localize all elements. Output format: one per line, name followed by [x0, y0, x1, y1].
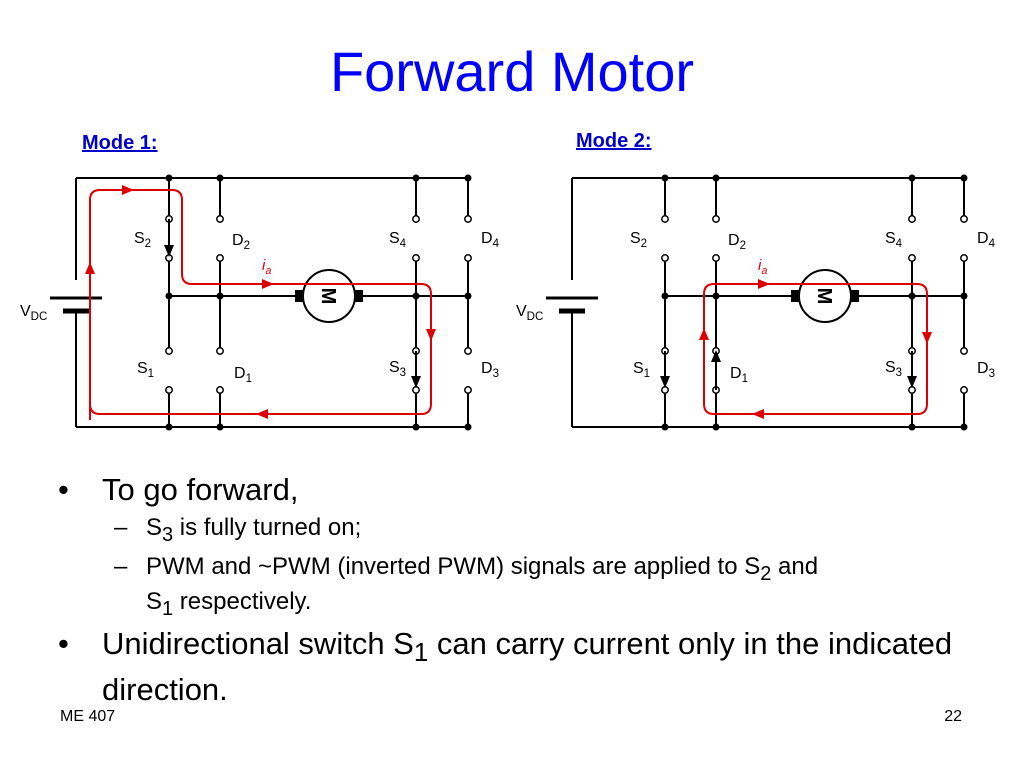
mode1-label: Mode 1: — [82, 132, 158, 154]
switch-terminal — [216, 254, 224, 262]
subscript: 3 — [162, 523, 174, 546]
subscript: 2 — [760, 562, 772, 585]
switch-terminal — [960, 215, 968, 223]
sub-bullet-item: –PWM and ~PWM (inverted PWM) signals are… — [58, 553, 978, 623]
switch-terminal — [960, 254, 968, 262]
switch-terminal — [412, 254, 420, 262]
switch-terminal — [712, 254, 720, 262]
current-arrow — [758, 279, 770, 289]
current-arrow — [122, 185, 134, 195]
switch-arrow — [660, 376, 670, 388]
current-arrow — [699, 328, 709, 340]
motor-brush — [791, 290, 799, 302]
current-label: ia — [758, 257, 767, 277]
label-s1: S1 — [137, 360, 154, 380]
footer-page-number: 22 — [944, 708, 962, 725]
mode2-label: Mode 2: — [576, 130, 652, 152]
bullet-text: respectively. — [173, 587, 312, 615]
bullet-item: • To go forward, — [58, 472, 978, 508]
label-d1: D1 — [730, 365, 748, 385]
bullet-item: • Unidirectional switch S1 can carry curr… — [58, 626, 978, 707]
current-arrow — [256, 409, 268, 419]
switch-terminal — [216, 386, 224, 394]
switch-terminal — [464, 347, 472, 355]
switch-terminal — [464, 386, 472, 394]
bullet-text: can carry current only in the indicated … — [102, 626, 953, 707]
vdc-label: VDC — [20, 303, 47, 323]
switch-terminal — [661, 215, 669, 223]
switch-terminal — [960, 347, 968, 355]
switch-terminal — [165, 386, 173, 394]
label-d4: D4 — [977, 230, 996, 250]
label-s3: S3 — [885, 359, 902, 379]
label-d2: D2 — [728, 232, 746, 252]
bullet-text: PWM and ~PWM (inverted PWM) signals are … — [146, 552, 761, 580]
current-label: ia — [262, 257, 271, 277]
switch-arrow — [164, 245, 174, 257]
switch-terminal — [464, 254, 472, 262]
current-path — [89, 189, 432, 420]
motor-symbol: M — [813, 288, 835, 305]
label-s1: S1 — [633, 360, 650, 380]
label-d3: D3 — [977, 360, 995, 380]
bullet-list: •To go forward, –S3 is fully turned on; … — [58, 472, 978, 714]
bullet-text: and — [771, 552, 819, 580]
current-arrow — [426, 329, 436, 341]
switch-terminal — [661, 254, 669, 262]
label-d1: D1 — [234, 365, 252, 385]
bullet-text: is fully turned on; — [173, 514, 362, 541]
motor-brush — [295, 290, 303, 302]
label-s2: S2 — [630, 230, 647, 250]
footer-course: ME 407 — [60, 708, 116, 725]
current-arrow — [85, 262, 95, 274]
label-s2: S2 — [134, 230, 151, 250]
switch-terminal — [960, 386, 968, 394]
switch-terminal — [712, 215, 720, 223]
bullet-dot: • — [58, 472, 69, 507]
slide-title: Forward Motor — [329, 40, 695, 103]
current-arrow — [752, 409, 764, 419]
switch-terminal — [908, 215, 916, 223]
sub-bullet-item: –S3 is fully turned on; — [58, 514, 978, 549]
switch-terminal — [216, 347, 224, 355]
label-d4: D4 — [481, 230, 500, 250]
bullet-text: Unidirectional switch S — [102, 626, 414, 662]
label-d3: D3 — [481, 360, 499, 380]
bullet-text: To go forward, — [102, 472, 299, 507]
switch-arrow — [411, 376, 421, 388]
label-d2: D2 — [232, 232, 250, 252]
motor-brush — [851, 290, 859, 302]
motor-brush — [355, 290, 363, 302]
switch-terminal — [412, 215, 420, 223]
vdc-label: VDC — [516, 303, 543, 323]
switch-terminal — [908, 254, 916, 262]
motor-symbol: M — [317, 288, 339, 305]
label-s4: S4 — [389, 230, 407, 250]
current-path — [703, 283, 928, 415]
current-arrow — [922, 332, 932, 344]
label-s3: S3 — [389, 359, 406, 379]
bullet-text: S — [146, 587, 163, 615]
current-arrow — [262, 279, 274, 289]
switch-arrow — [907, 376, 917, 388]
bullet-dash: – — [114, 514, 128, 541]
diode-arrow — [711, 350, 721, 362]
switch-terminal — [165, 347, 173, 355]
bullet-dot: • — [58, 626, 69, 662]
label-s4: S4 — [885, 230, 903, 250]
bullet-dash: – — [114, 552, 128, 580]
switch-terminal — [216, 215, 224, 223]
switch-terminal — [464, 215, 472, 223]
subscript: 1 — [413, 639, 429, 668]
subscript: 1 — [162, 597, 174, 620]
bullet-text: S — [146, 514, 163, 541]
